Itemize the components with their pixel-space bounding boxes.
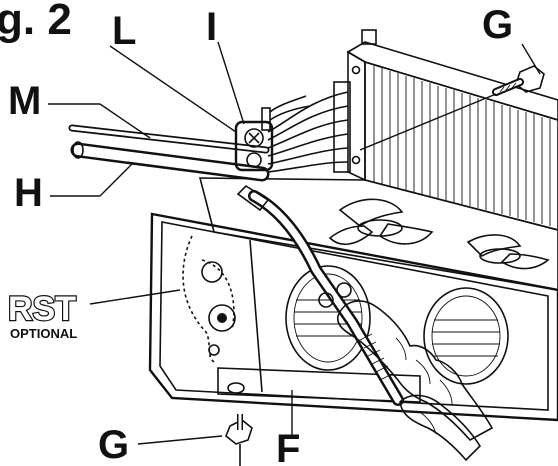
label-F: F xyxy=(276,427,300,466)
brazing-torch xyxy=(236,184,404,406)
bolt-bottom-icon xyxy=(225,414,253,466)
hand-icon xyxy=(336,300,494,462)
rst-control-icon xyxy=(182,235,236,363)
bolt-top-icon xyxy=(492,65,545,96)
figure-title: g. 2 xyxy=(0,0,72,44)
valve-assembly xyxy=(234,95,311,172)
heat-exchanger-coil xyxy=(346,29,558,231)
label-I: I xyxy=(206,5,217,49)
label-RST: RST xyxy=(8,290,76,328)
leader-lines xyxy=(48,41,541,445)
label-G-bottom: G xyxy=(98,423,129,466)
label-optional: OPTIONAL xyxy=(10,326,77,341)
label-M: M xyxy=(8,79,41,123)
distributor-tubes xyxy=(267,81,351,173)
fan-icon xyxy=(466,234,550,270)
fan-housing xyxy=(198,177,558,291)
label-L: L xyxy=(112,9,136,53)
label-G-top: G xyxy=(482,3,513,47)
front-panel-F xyxy=(148,212,558,422)
fan-icon xyxy=(328,198,434,245)
pipe-H xyxy=(70,141,270,182)
label-H: H xyxy=(14,171,43,215)
pipe-M xyxy=(68,124,270,154)
grille-right xyxy=(423,287,509,385)
